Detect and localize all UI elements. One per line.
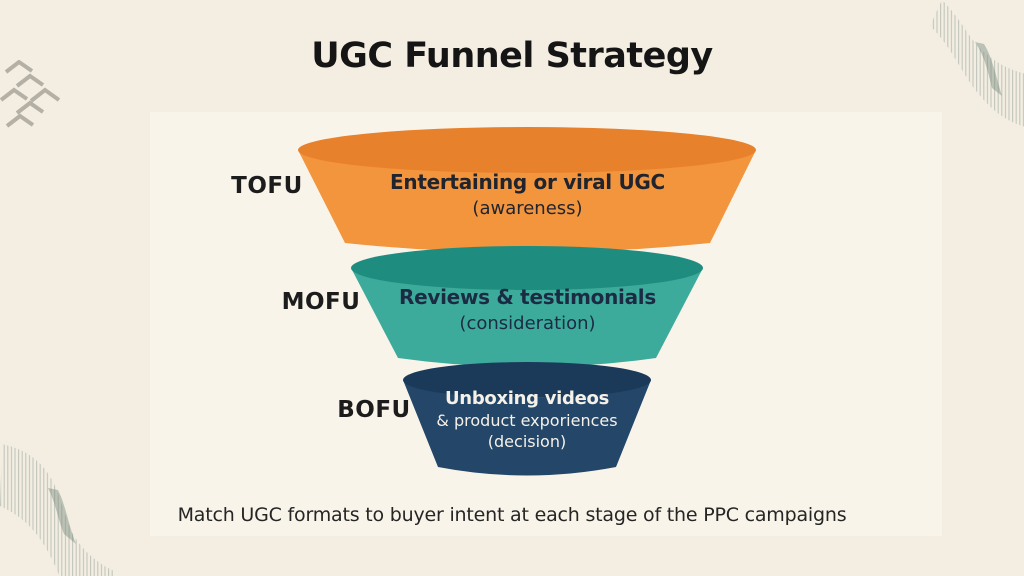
- mofu-funnel-top: [351, 246, 703, 290]
- bofu-heading: Unboxing videos: [444, 388, 609, 409]
- caption-text: Match UGC formats to buyer intent at eac…: [177, 504, 847, 526]
- bofu-funnel-body: [403, 380, 651, 476]
- mofu-heading: Reviews & testimonials: [399, 285, 656, 309]
- tofu-funnel-body: [298, 150, 756, 253]
- bofu-funnel-top: [403, 362, 651, 398]
- stage-label-mofu: MOFU: [281, 289, 361, 315]
- tofu-subheading: (awareness): [472, 198, 583, 219]
- mofu-funnel-body: [351, 268, 703, 367]
- tofu-funnel-top: [298, 127, 756, 173]
- tofu-text-block: Entertaining or viral UGC (awareness): [300, 169, 755, 222]
- tofu-heading: Entertaining or viral UGC: [390, 170, 665, 194]
- bofu-text-block: Unboxing videos & product exporiences (d…: [403, 387, 651, 452]
- mofu-subheading: (consideration): [459, 313, 596, 334]
- bofu-subheading: & product exporiences: [436, 411, 618, 430]
- stage-label-bofu: BOFU: [337, 397, 411, 423]
- page-title: UGC Funnel Strategy: [311, 36, 713, 76]
- bofu-subheading2: (decision): [487, 432, 567, 451]
- mofu-text-block: Reviews & testimonials (consideration): [352, 284, 703, 337]
- stage-label-tofu: TOFU: [231, 173, 303, 199]
